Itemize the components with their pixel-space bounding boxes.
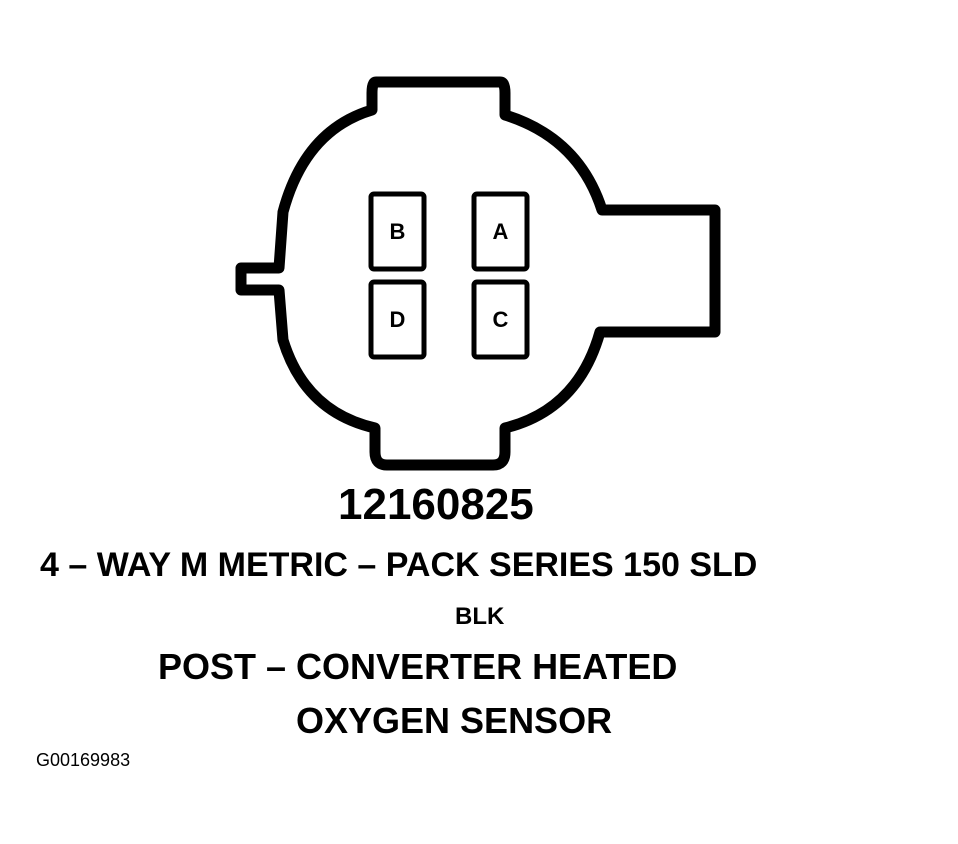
pin-label-d: D [390, 307, 406, 332]
connector-description: 4 – WAY M METRIC – PACK SERIES 150 SLD [40, 546, 758, 584]
pin-cavity-c [471, 279, 530, 360]
pin-cavity-b [368, 191, 427, 272]
pin-label-a: A [493, 219, 509, 244]
component-name-line1: POST – CONVERTER HEATED [158, 646, 678, 687]
connector-housing-outline [235, 76, 721, 471]
figure-id: G00169983 [36, 750, 131, 770]
part-number: 12160825 [338, 480, 534, 529]
component-name-line2: OXYGEN SENSOR [296, 700, 613, 741]
connector-color: BLK [455, 603, 505, 630]
pin-cavity-a [471, 191, 530, 272]
pin-label-b: B [390, 219, 406, 244]
pin-label-c: C [493, 307, 509, 332]
pin-cavity-d [368, 279, 427, 360]
